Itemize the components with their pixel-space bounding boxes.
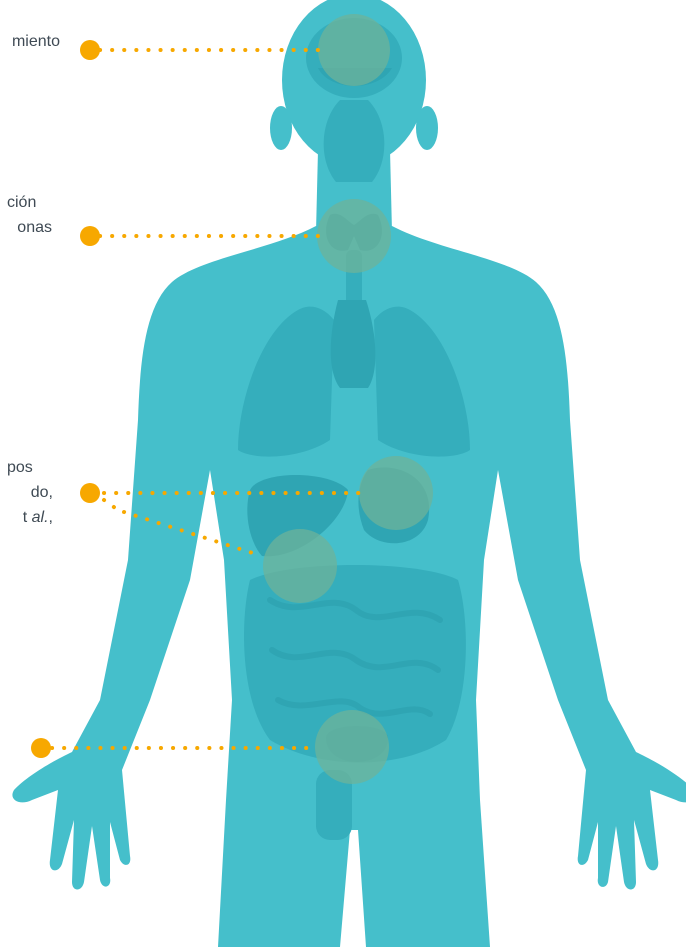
- label-thyroid-line-2: onas: [5, 215, 52, 240]
- connector-bladder-dot: [31, 738, 51, 758]
- label-digestive-italic: al.: [32, 509, 49, 526]
- marker-brain: [318, 14, 390, 86]
- label-digestive-line-3-text: t al.,: [23, 509, 53, 526]
- connector-liver-a: [104, 500, 118, 510]
- connector-brain-dot: [80, 40, 100, 60]
- heart: [331, 300, 376, 388]
- label-digestive-line-3: t al.,: [5, 505, 53, 530]
- label-brain-line-1: miento: [5, 29, 60, 54]
- left-ear: [270, 106, 292, 150]
- label-brain: miento: [5, 29, 60, 54]
- right-ear: [416, 106, 438, 150]
- marker-bladder: [315, 710, 389, 784]
- marker-liver: [263, 529, 337, 603]
- label-thyroid: ción onas: [5, 190, 52, 240]
- throat: [324, 100, 385, 182]
- label-digestive: pos do, t al.,: [5, 455, 53, 530]
- marker-stomach: [359, 456, 433, 530]
- label-thyroid-line-1: ción: [7, 190, 52, 215]
- connector-digestive-dot: [80, 483, 100, 503]
- label-digestive-line-1: pos: [7, 455, 53, 480]
- connector-thyroid-dot: [80, 226, 100, 246]
- marker-thyroid: [317, 199, 391, 273]
- label-digestive-line-2: do,: [5, 480, 53, 505]
